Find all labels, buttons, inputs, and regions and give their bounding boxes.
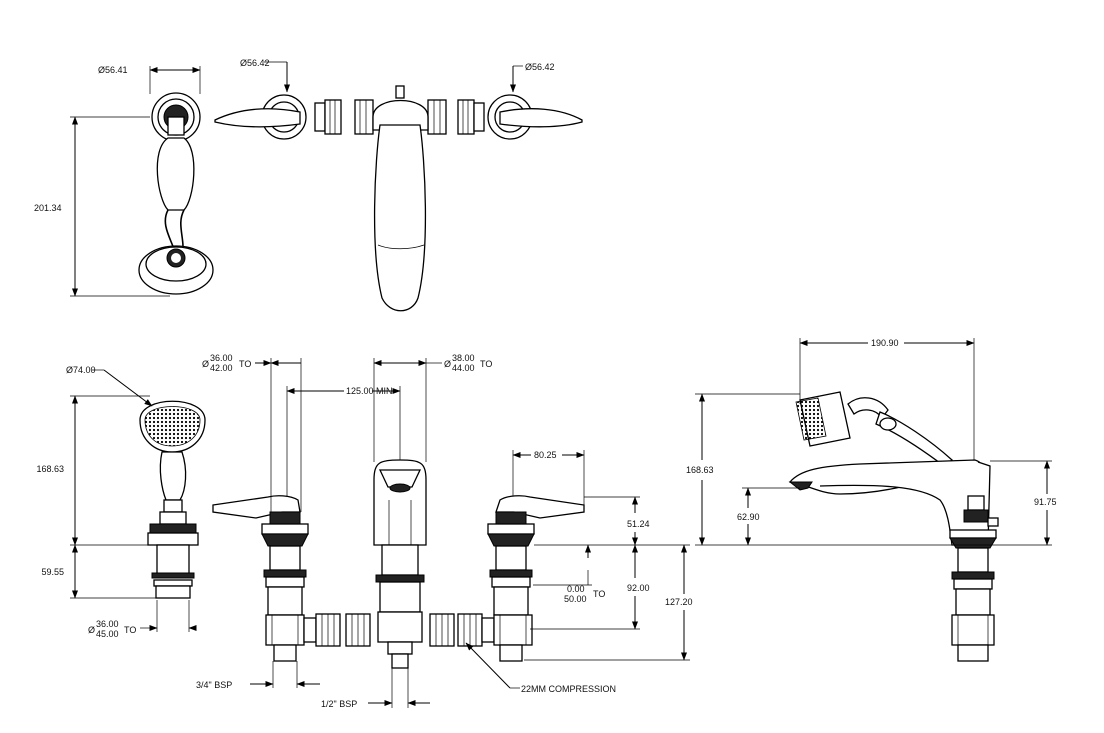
valve-right-top-view: [457, 94, 583, 140]
valve-right-front-view: [457, 495, 585, 662]
dim-deck-b: 50.00: [564, 594, 587, 604]
dim-side-reach: 190.90: [871, 338, 899, 348]
dim-valve-left-top-dia: Ø56.42: [240, 58, 270, 68]
dim-compression: 22MM COMPRESSION: [521, 684, 616, 694]
dim-valve-body-b: 42.00: [210, 363, 233, 373]
dim-side-body-height: 91.75: [1034, 497, 1057, 507]
dim-valve-body-prefix: Ø: [202, 359, 209, 369]
dim-spout-body-prefix: Ø: [444, 359, 451, 369]
front-view: Ø74.00 168.63 59.55 Ø 36.00 45.00 TO: [36, 353, 692, 709]
dim-handset-base-prefix: Ø: [88, 625, 95, 635]
front-view-dimensions: Ø74.00 168.63 59.55 Ø 36.00 45.00 TO: [36, 353, 692, 709]
dim-deck-a: 0.00: [567, 584, 585, 594]
dim-spout-body-b: 44.00: [452, 363, 475, 373]
dim-side-height: 168.63: [686, 465, 714, 475]
valve-left-top-view: [214, 94, 342, 140]
valve-left-front-view: [212, 495, 341, 662]
dim-side-spout-height: 62.90: [737, 512, 760, 522]
top-view: Ø56.41 Ø56.42 Ø56.42 201.34: [34, 58, 583, 312]
spout-top-view: [354, 85, 447, 312]
dim-handset-height-top: 201.34: [34, 203, 62, 213]
dim-handset-shank: 59.55: [41, 567, 64, 577]
dim-spout-body-suffix: TO: [480, 359, 492, 369]
dim-lever-height: 51.24: [627, 519, 650, 529]
dim-handset-base-suffix: TO: [124, 625, 136, 635]
dim-body-depth: 92.00: [627, 583, 650, 593]
dim-handset-base-b: 45.00: [96, 629, 119, 639]
side-view: 190.90 168.63 62.90 91.75: [686, 338, 1057, 662]
dim-overall-depth: 127.20: [665, 597, 693, 607]
dim-handset-height-front: 168.63: [36, 464, 64, 474]
dim-lever-reach: 80.25: [534, 450, 557, 460]
dim-deck-suffix: TO: [593, 589, 605, 599]
dim-valve-body-a: 36.00: [210, 353, 233, 363]
dim-thread-3-4: 3/4" BSP: [196, 680, 232, 690]
top-view-dimensions: Ø56.41 Ø56.42 Ø56.42 201.34: [34, 58, 555, 297]
dim-thread-1-2: 1/2" BSP: [321, 699, 357, 709]
dim-handset-head-dia: Ø74.00: [66, 365, 96, 375]
dim-handset-base-a: 36.00: [96, 619, 119, 629]
dim-valve-body-suffix: TO: [239, 359, 251, 369]
dim-valve-right-top-dia: Ø56.42: [525, 62, 555, 72]
handset-top-view: [138, 92, 214, 295]
dim-spout-min: 125.00 MIN: [346, 386, 393, 396]
dim-handset-top-dia: Ø56.41: [98, 65, 128, 75]
handset-front-view: [139, 400, 206, 599]
side-view-dimensions: 190.90 168.63 62.90 91.75: [686, 338, 1057, 546]
dim-spout-body-a: 38.00: [452, 353, 475, 363]
spout-front-view: [345, 459, 455, 669]
